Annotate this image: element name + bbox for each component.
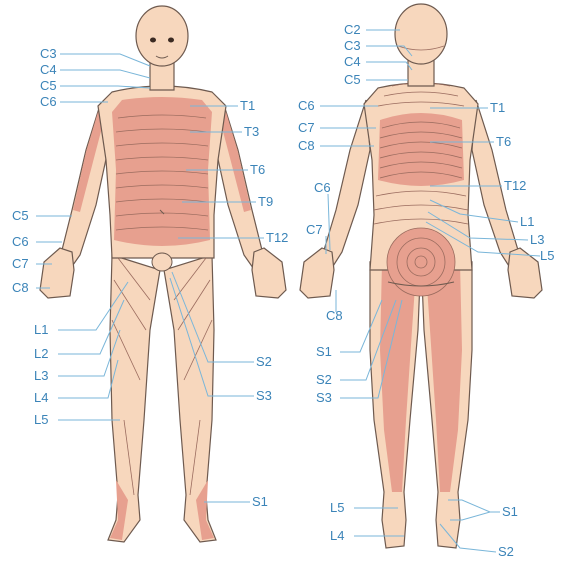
front-label-c7: C7	[12, 256, 29, 271]
front-label-l4: L4	[34, 390, 48, 405]
back-label-t12: T12	[504, 178, 526, 193]
front-eye-left	[150, 38, 156, 43]
front-label-c5: C5	[40, 78, 57, 93]
front-left-labels: C3 C4 C5 C6 C5 C6 C7 C8 L1 L2 L3 L4 L5	[12, 46, 57, 427]
front-label-s1: S1	[252, 494, 268, 509]
front-left-leg	[108, 255, 160, 542]
front-left-hand	[40, 248, 74, 298]
front-label-c4: C4	[40, 62, 57, 77]
front-label-s2: S2	[256, 354, 272, 369]
back-label-c3: C3	[344, 38, 361, 53]
front-right-leg	[164, 255, 216, 542]
back-label-c7-arm: C7	[306, 222, 323, 237]
back-label-c6-arm: C6	[314, 180, 331, 195]
front-label-c3: C3	[40, 46, 57, 61]
front-label-c5-arm: C5	[12, 208, 29, 223]
front-label-t9: T9	[258, 194, 273, 209]
back-label-l5-right: L5	[540, 248, 554, 263]
front-head	[136, 6, 188, 66]
front-label-c6-arm: C6	[12, 234, 29, 249]
back-label-c2: C2	[344, 22, 361, 37]
back-label-c4: C4	[344, 54, 361, 69]
front-label-c6: C6	[40, 94, 57, 109]
back-buttock-rings	[387, 228, 455, 296]
back-label-c8-arm: C8	[326, 308, 343, 323]
front-label-l3: L3	[34, 368, 48, 383]
back-figure	[300, 4, 542, 548]
back-label-t1: T1	[490, 100, 505, 115]
front-label-c8: C8	[12, 280, 29, 295]
back-right-labels: T1 T6 T12 L1 L3 L5 S1 S2	[490, 100, 554, 559]
back-left-hand	[300, 248, 334, 298]
back-label-s3: S3	[316, 390, 332, 405]
back-label-l4: L4	[330, 528, 344, 543]
front-label-l5: L5	[34, 412, 48, 427]
front-trunk-band	[112, 97, 212, 246]
front-genital	[152, 253, 172, 271]
back-label-l3: L3	[530, 232, 544, 247]
back-label-c8: C8	[298, 138, 315, 153]
front-label-l2: L2	[34, 346, 48, 361]
front-right-hand	[252, 248, 286, 298]
front-label-t1: T1	[240, 98, 255, 113]
front-label-s3: S3	[256, 388, 272, 403]
back-label-l1: L1	[520, 214, 534, 229]
back-label-s1-right: S1	[502, 504, 518, 519]
back-label-s2-right: S2	[498, 544, 514, 559]
back-label-s2: S2	[316, 372, 332, 387]
back-head	[395, 4, 447, 64]
front-label-l1: L1	[34, 322, 48, 337]
back-label-l5: L5	[330, 500, 344, 515]
front-eye-right	[168, 38, 174, 43]
front-label-t6: T6	[250, 162, 265, 177]
front-label-t3: T3	[244, 124, 259, 139]
back-label-t6: T6	[496, 134, 511, 149]
front-label-t12: T12	[266, 230, 288, 245]
front-right-labels: T1 T3 T6 T9 T12 S2 S3 S1	[240, 98, 288, 509]
back-label-s1: S1	[316, 344, 332, 359]
back-label-c5: C5	[344, 72, 361, 87]
back-label-c6: C6	[298, 98, 315, 113]
back-label-c7: C7	[298, 120, 315, 135]
